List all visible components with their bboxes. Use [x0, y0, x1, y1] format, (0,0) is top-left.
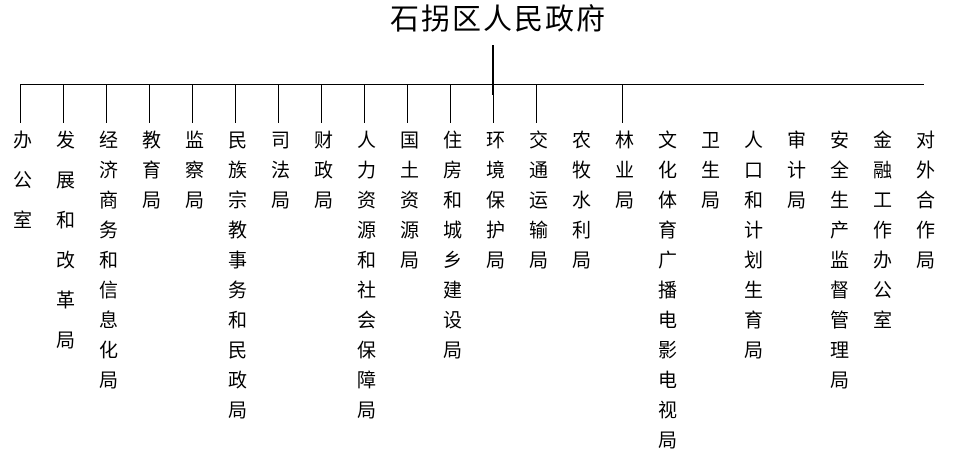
department-label: 教育局 [139, 130, 160, 220]
connector-line [192, 85, 193, 123]
connector-line [364, 85, 365, 123]
horizontal-connector-line [20, 84, 924, 85]
department-label: 国土资源局 [397, 130, 418, 280]
connector-line [536, 85, 537, 123]
connector-line [407, 85, 408, 123]
connector-line [106, 85, 107, 123]
department-label: 人口和计划生育局 [741, 130, 762, 370]
connector-line [493, 85, 494, 123]
department-label: 审计局 [784, 130, 805, 220]
department-label: 文化体育广播电影电视局 [655, 130, 676, 460]
connector-line [450, 85, 451, 123]
department-label: 民族宗教事务和民政局 [225, 130, 246, 430]
department-label: 林业局 [612, 130, 633, 220]
connector-line [20, 85, 21, 123]
connector-line [278, 85, 279, 123]
connector-line [63, 85, 64, 123]
trunk-connector-line [492, 45, 494, 95]
department-label: 司法局 [268, 130, 289, 220]
department-label: 金融工作办公室 [870, 130, 891, 340]
department-label: 交通运输局 [526, 130, 547, 280]
department-label: 监察局 [182, 130, 203, 220]
department-label: 安全生产监督管理局 [827, 130, 848, 400]
department-label: 办公室 [10, 130, 31, 250]
department-label: 环境保护局 [483, 130, 504, 280]
department-label: 农牧水利局 [569, 130, 590, 280]
department-label: 发展和改革局 [53, 130, 74, 370]
department-label: 卫生局 [698, 130, 719, 220]
department-label: 对外合作局 [913, 130, 934, 280]
department-label: 财政局 [311, 130, 332, 220]
connector-line [622, 85, 623, 123]
connector-line [321, 85, 322, 123]
department-label: 人力资源和社会保障局 [354, 130, 375, 430]
chart-title: 石拐区人民政府 [390, 4, 608, 36]
department-label: 住房和城乡建设局 [440, 130, 461, 370]
connector-line [149, 85, 150, 123]
connector-line [235, 85, 236, 123]
department-label: 经济商务和信息化局 [96, 130, 117, 400]
